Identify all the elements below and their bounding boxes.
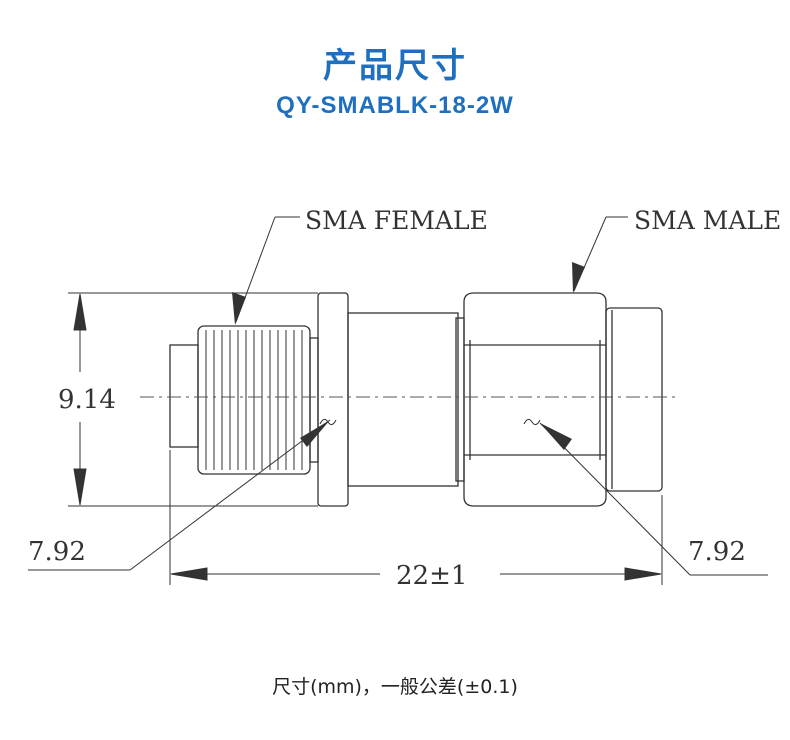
female-label: SMA FEMALE [305, 206, 488, 235]
groove [455, 317, 465, 482]
footnote: 尺寸(mm)，一般公差(±0.1) [272, 676, 518, 698]
length-dimension [169, 450, 663, 585]
right-diameter-value: 7.92 [688, 537, 746, 567]
model-number: QY-SMABLK-18-2W [276, 92, 514, 119]
male-label: SMA MALE [634, 206, 781, 235]
knurl-lines [205, 330, 303, 470]
male-body [605, 307, 663, 492]
height-dimension [68, 292, 318, 507]
length-value: 22±1 [396, 561, 467, 591]
male-hex-nut [463, 292, 607, 507]
male-leader [573, 216, 628, 292]
collar [309, 337, 319, 463]
page-title: 产品尺寸 [323, 46, 467, 86]
height-value: 9.14 [58, 385, 116, 415]
female-leader [235, 216, 300, 323]
body [347, 312, 459, 487]
flange [317, 292, 349, 507]
left-diameter-value: 7.92 [28, 537, 86, 567]
female-stub [169, 344, 199, 448]
